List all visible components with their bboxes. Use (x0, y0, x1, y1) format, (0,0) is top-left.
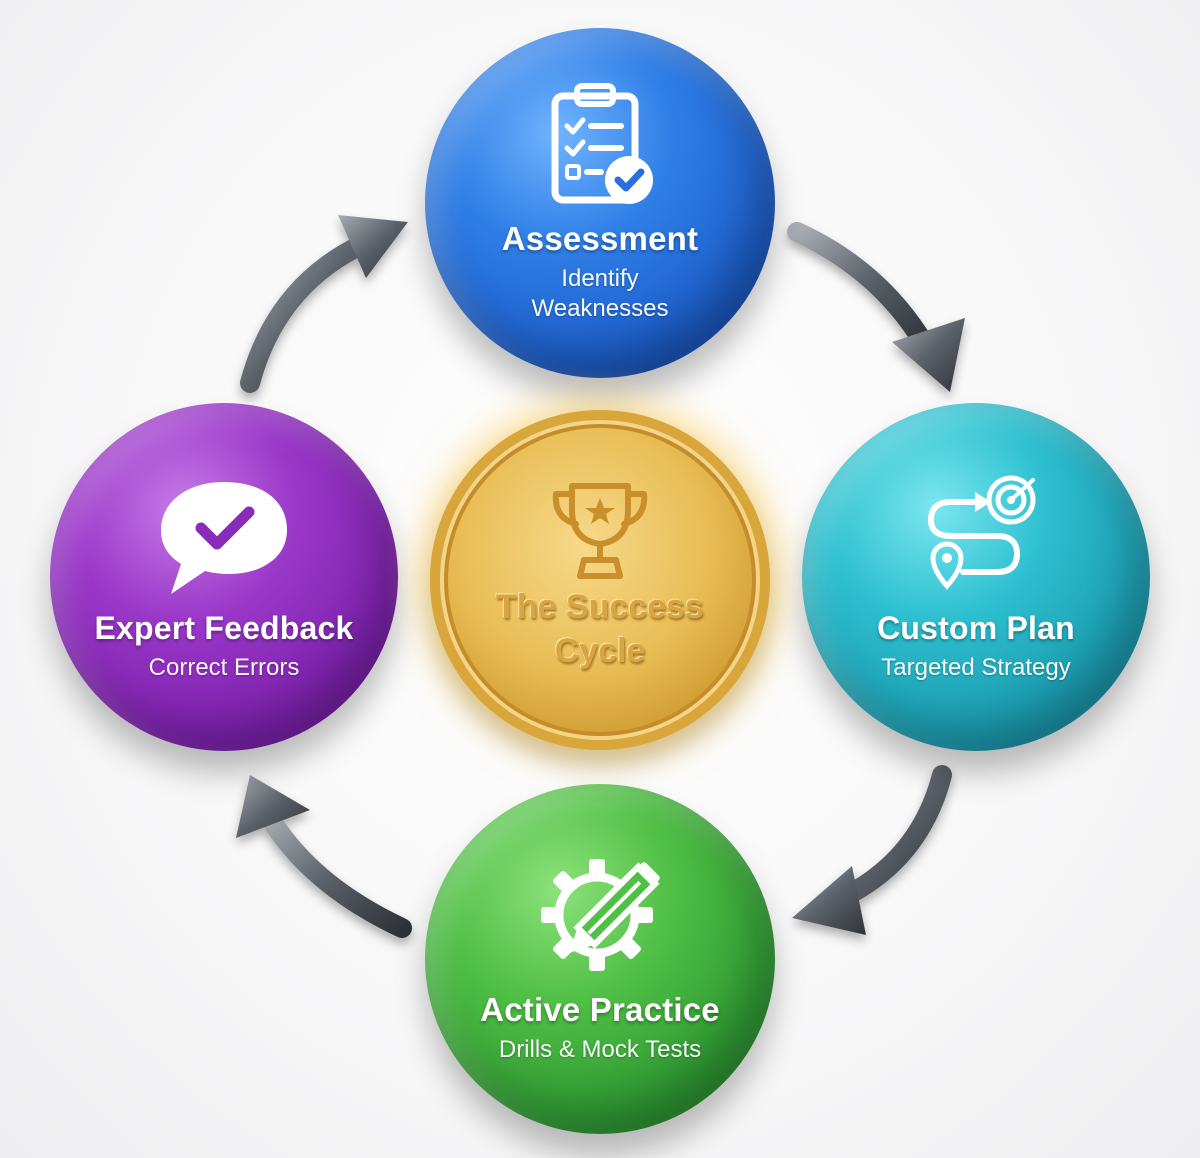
node-expert-feedback: Expert Feedback Correct Errors (50, 403, 398, 751)
node-title: Active Practice (480, 991, 720, 1028)
node-assessment: Assessment Identify Weaknesses (425, 28, 775, 378)
trophy-icon (552, 483, 648, 580)
arrow-practice-to-feedback (236, 775, 412, 938)
arrow-assessment-to-plan (787, 222, 965, 392)
clipboard-check-icon (551, 83, 653, 204)
node-active-practice: Active Practice Drills & Mock Tests (425, 784, 775, 1134)
route-target-icon (927, 475, 1036, 590)
center-success-cycle-coin: The Success Cycle (430, 410, 770, 750)
gear-pencil-icon (541, 859, 660, 971)
node-custom-plan: Custom Plan Targeted Strategy (802, 403, 1150, 751)
node-subtitle: Targeted Strategy (881, 653, 1071, 681)
arrow-feedback-to-assessment (240, 215, 408, 393)
node-subtitle: Identify Weaknesses (531, 265, 669, 322)
node-subtitle: Drills & Mock Tests (498, 1036, 702, 1063)
node-title: Custom Plan (877, 609, 1075, 646)
node-title: Expert Feedback (94, 609, 354, 646)
arrow-plan-to-practice (792, 765, 952, 935)
center-title: The Success Cycle (496, 588, 704, 670)
node-subtitle: Correct Errors (148, 653, 300, 681)
chat-check-icon (161, 481, 287, 594)
node-title: Assessment (501, 220, 699, 257)
